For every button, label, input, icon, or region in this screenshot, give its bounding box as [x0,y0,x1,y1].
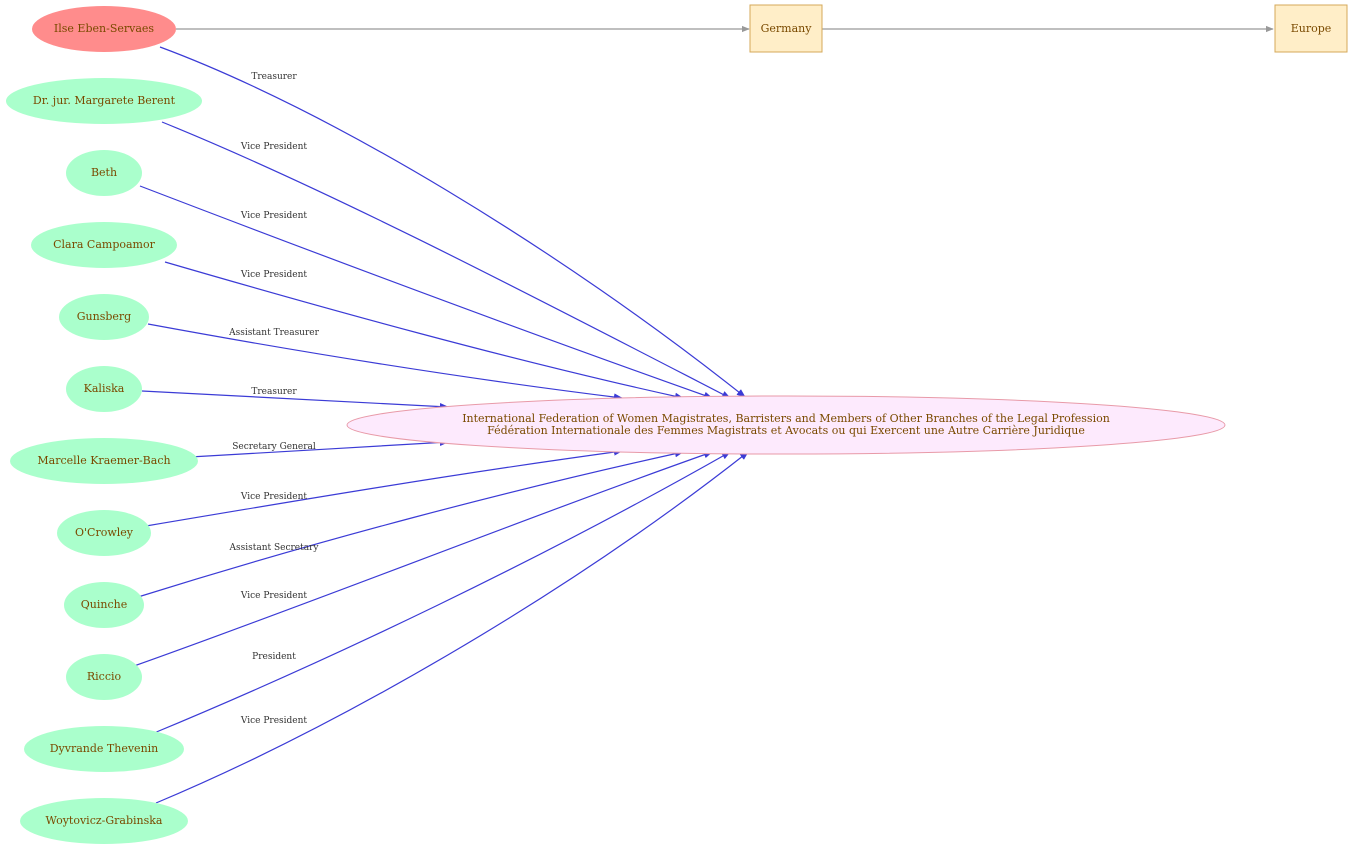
role-label: Vice President [240,716,308,726]
person-node[interactable]: Kaliska [66,366,142,412]
node-shape [346,395,1226,455]
role-label: Assistant Treasurer [228,328,320,338]
role-label: Assistant Secretary [228,543,319,553]
node-shape [59,294,149,340]
node-label: Riccio [87,670,122,683]
role-label: Vice President [240,270,308,280]
person-node[interactable]: Dyvrande Thevenin [24,726,184,772]
node-label: Quinche [81,598,127,611]
organization-name-english: International Federation of Women Magist… [462,412,1110,425]
role-edge [141,390,449,411]
person-node[interactable]: O'Crowley [57,510,151,556]
person-node[interactable]: Beth [66,150,142,196]
role-label: Vice President [240,591,308,601]
node-label: Woytovicz-Grabinska [46,814,163,827]
role-label: President [252,652,296,662]
node-shape [6,78,202,124]
role-edge [145,448,623,527]
node-shape [66,366,142,412]
role-edges [133,46,749,804]
person-node[interactable]: Gunsberg [59,294,149,340]
node-shape [64,582,144,628]
node-label: Beth [91,166,117,179]
role-edge [161,121,731,399]
role-edge [137,450,684,598]
role-label: Vice President [240,211,308,221]
role-label: Treasurer [251,387,297,397]
role-edge [164,261,684,400]
role-edge [133,451,713,667]
node-shape [66,654,142,700]
role-edge [153,451,731,734]
person-node[interactable]: Woytovicz-Grabinska [20,798,188,844]
person-node-highlighted[interactable]: Ilse Eben-Servaes [32,6,176,52]
node-label: Kaliska [84,382,125,395]
role-label: Treasurer [251,72,297,82]
role-edge [189,438,449,458]
node-label: Gunsberg [77,310,131,323]
role-label: Vice President [240,142,308,152]
node-shape [32,6,176,52]
node-label: Germany [761,22,813,35]
node-shape [20,798,188,844]
person-node[interactable]: Riccio [66,654,142,700]
node-label: Europe [1291,22,1332,35]
person-nodes: Ilse Eben-Servaes Dr. jur. Margarete Ber… [6,6,202,844]
node-label: Dr. jur. Margarete Berent [33,94,176,107]
node-shape [57,510,151,556]
role-edge [159,46,746,398]
role-edge [155,451,749,804]
place-node-europe[interactable]: Europe [1274,4,1348,53]
role-edge-labels: Treasurer Vice President Vice President … [228,72,320,726]
node-shape [66,150,142,196]
role-label: Vice President [240,492,308,502]
node-label: O'Crowley [75,526,134,539]
node-label: Clara Campoamor [53,238,155,251]
person-node[interactable]: Marcelle Kraemer-Bach [10,438,198,484]
node-shape [10,438,198,484]
role-edge [147,323,623,401]
person-node[interactable]: Clara Campoamor [31,222,177,268]
node-label: Ilse Eben-Servaes [54,22,154,35]
node-shape [1274,4,1348,53]
person-node[interactable]: Quinche [64,582,144,628]
role-label: Secretary General [232,442,316,452]
node-label: Marcelle Kraemer-Bach [37,454,170,467]
place-nodes: Germany Europe [749,4,1348,53]
node-shape [31,222,177,268]
role-edge [139,185,713,399]
node-shape [24,726,184,772]
node-shape [749,4,823,53]
person-node[interactable]: Dr. jur. Margarete Berent [6,78,202,124]
node-label: Dyvrande Thevenin [50,742,159,755]
organization-name-french: Fédération Internationale des Femmes Mag… [487,424,1085,437]
organization-node[interactable]: International Federation of Women Magist… [346,395,1226,455]
place-node-germany[interactable]: Germany [749,4,823,53]
